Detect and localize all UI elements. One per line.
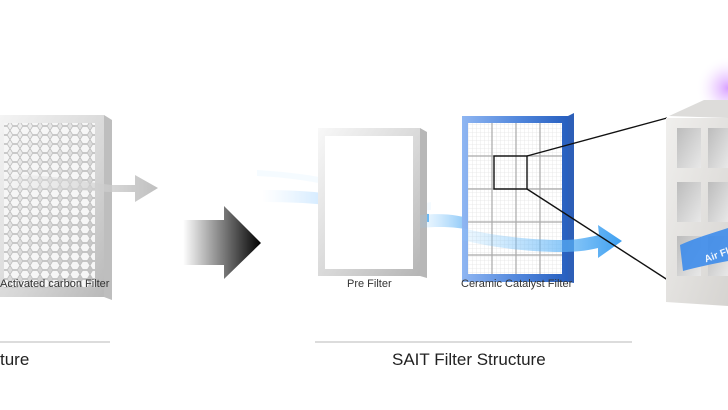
ceramic-catalyst-filter: [462, 113, 574, 283]
zoomed-cube: [666, 56, 728, 306]
cube-cell: [677, 128, 701, 168]
cube-cell: [708, 128, 728, 168]
transition-arrow: [183, 206, 261, 279]
pre-filter-membrane: [325, 136, 413, 269]
cube-top-face: [669, 100, 728, 118]
ceramic-catalyst-filter-label: Ceramic Catalyst Filter: [461, 278, 573, 290]
airflow-arrow-icon: [462, 225, 622, 258]
ceramic-airflow-arrow: [462, 225, 622, 258]
left-section-title: ture: [0, 350, 30, 369]
cube-airflow-arrow-icon: [680, 228, 728, 271]
big-right-arrow-icon: [183, 206, 261, 279]
pre-filter-label: Pre Filter: [347, 278, 392, 290]
cube-cell: [708, 182, 728, 222]
cube-cell: [677, 182, 701, 222]
carbon-airflow-arrow: [0, 174, 158, 202]
grey-airflow-arrow-icon: [0, 174, 158, 202]
right-section-title: SAIT Filter Structure: [392, 350, 546, 369]
pre-filter: [318, 128, 427, 278]
activated-carbon-filter: [0, 115, 112, 300]
activated-carbon-filter-label: Activated carbon Filter: [0, 278, 110, 290]
zoom-line-bottom: [526, 188, 678, 287]
zoom-lines: [526, 117, 678, 287]
zoom-line-top: [526, 117, 668, 157]
carbon-filter-mesh: [4, 123, 95, 288]
ceramic-filter-side: [568, 113, 574, 283]
zoom-box: [493, 155, 528, 190]
carbon-filter-side: [104, 115, 112, 300]
pre-filter-side: [420, 128, 427, 278]
